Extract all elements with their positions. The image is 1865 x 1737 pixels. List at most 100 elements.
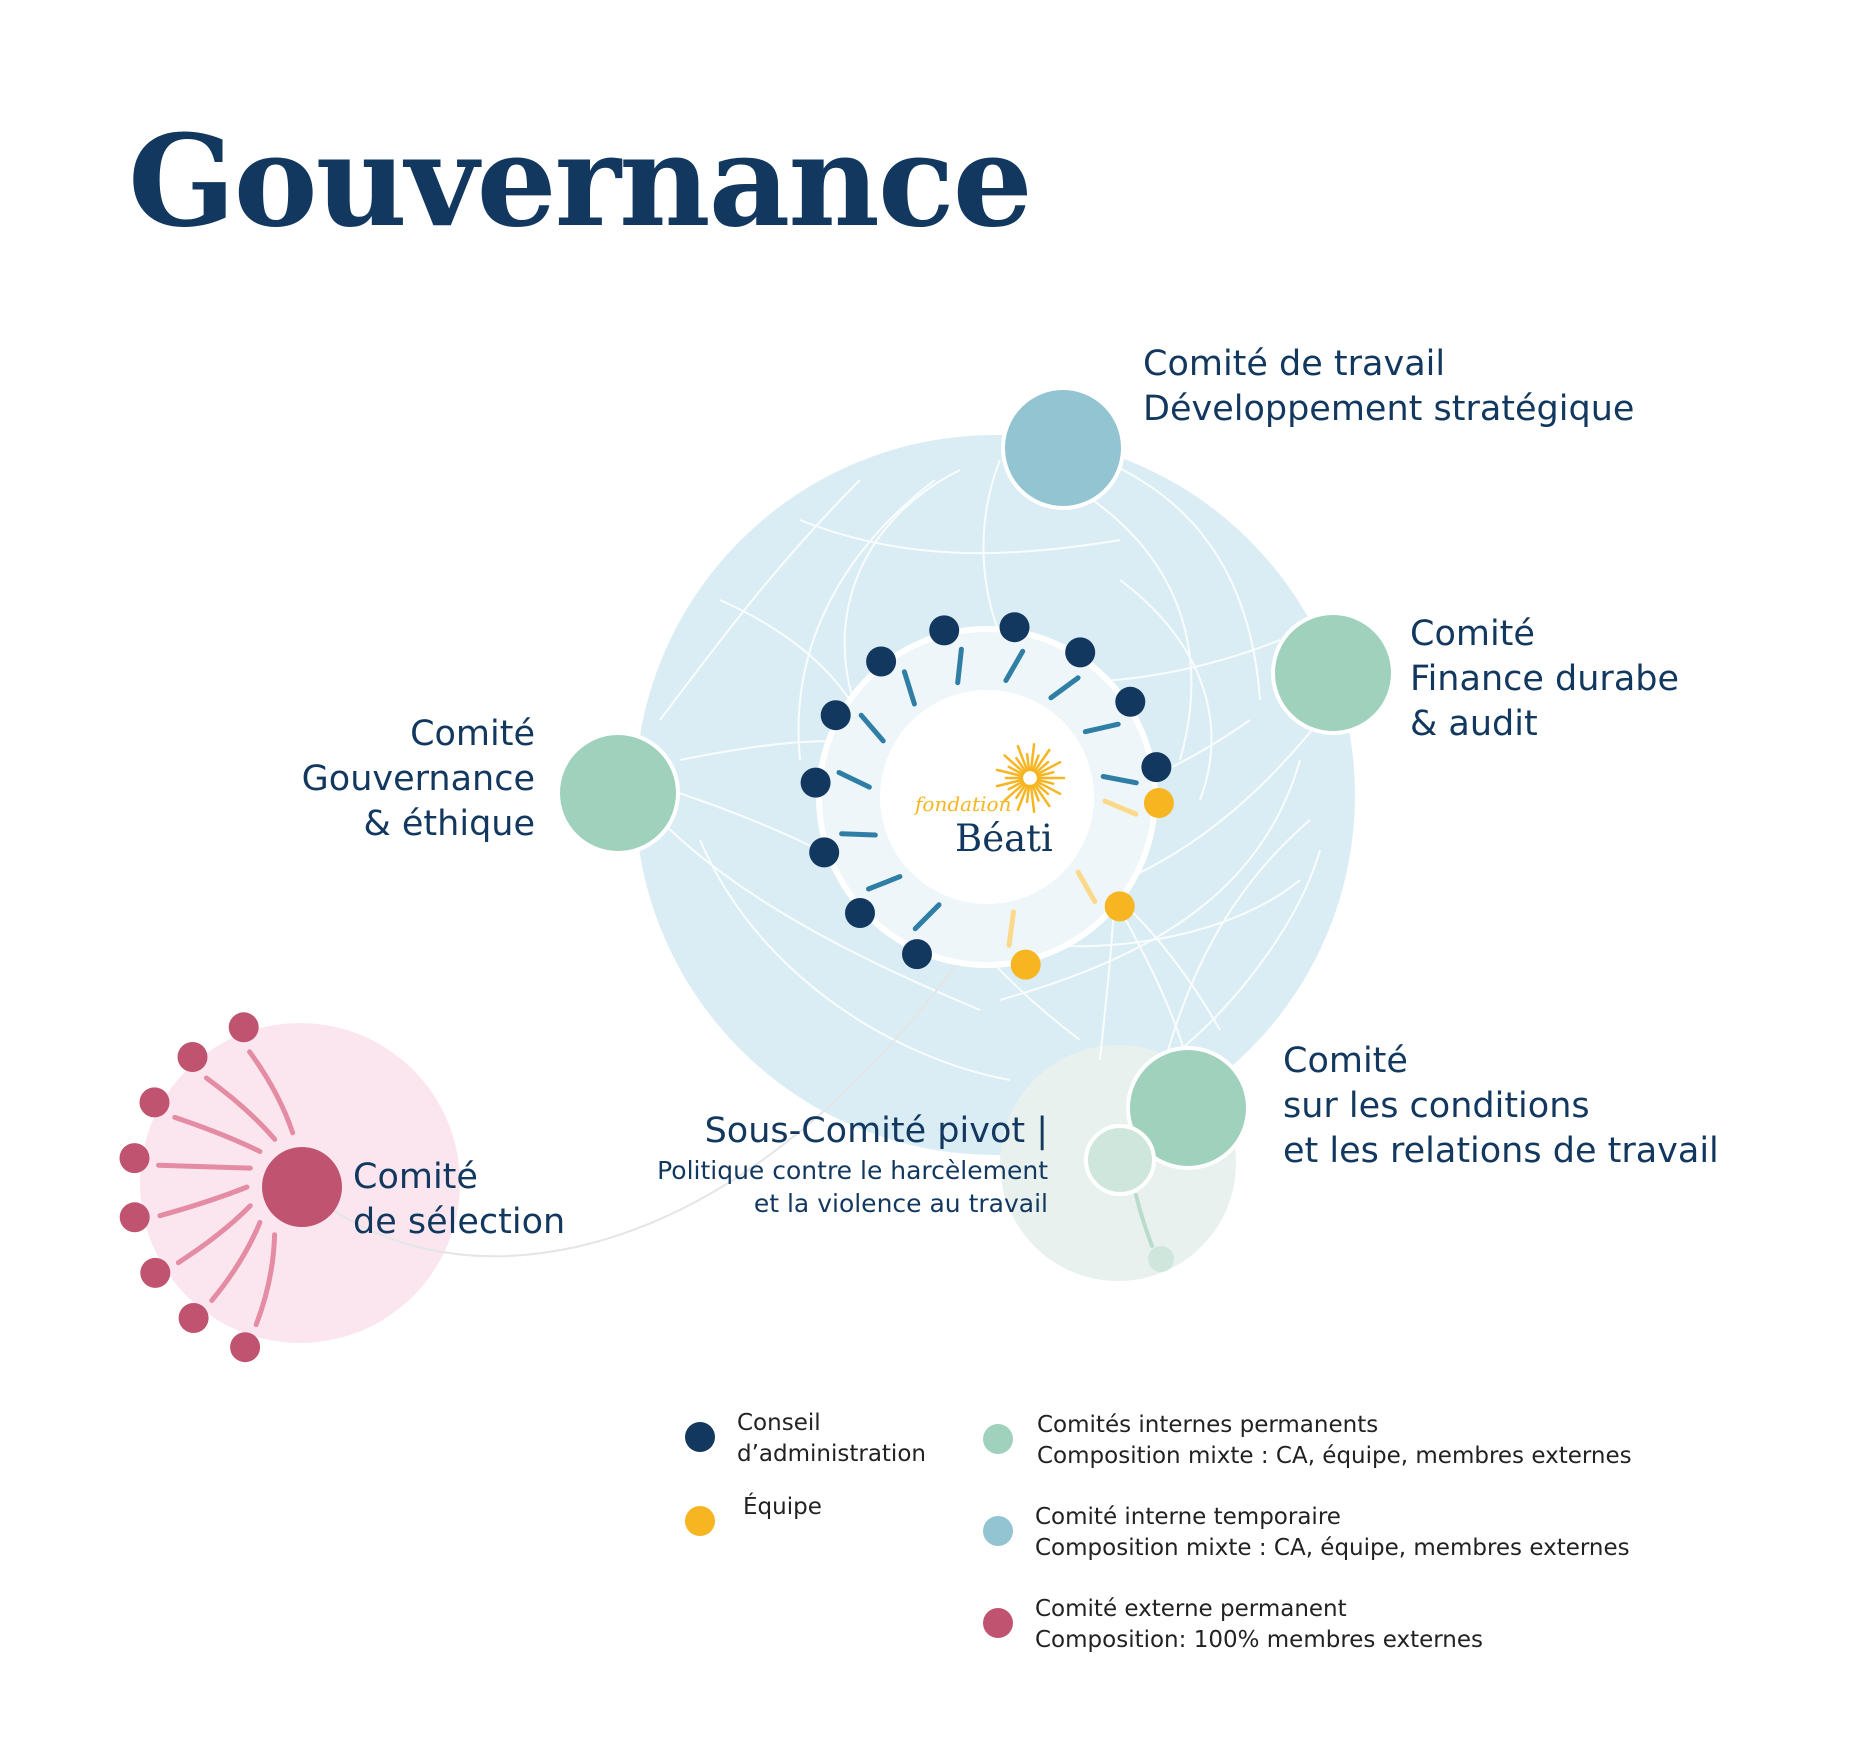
sun-ray (1029, 784, 1036, 814)
sun-ray (1025, 784, 1031, 804)
sous-comite-node (1084, 1124, 1156, 1196)
selection-spoke (156, 1162, 253, 1171)
label-committee-travail: Comité de travail Développement stratégi… (1143, 344, 1635, 429)
sun-ray (1003, 782, 1026, 802)
selection-link-arc (299, 959, 961, 1258)
conseil-spoke (912, 902, 942, 932)
sun-ray (995, 778, 1024, 788)
legend-interne-temporaire: Comité interne temporaire Composition mi… (983, 1502, 1630, 1564)
equipe-member-dot (1010, 949, 1041, 980)
selection-member-dot (178, 1303, 209, 1333)
committee-selection-node (262, 1147, 342, 1227)
legend-dot-navy (685, 1422, 715, 1452)
conseil-member-dot (1141, 752, 1172, 783)
selection-spoke (175, 1203, 253, 1266)
selection-member-dot (230, 1332, 261, 1363)
sun-ray (1035, 780, 1062, 796)
selection-member-dot (177, 1042, 208, 1072)
legend-externe-permanent: Comité externe permanent Composition: 10… (983, 1594, 1483, 1656)
selection-member-dot (140, 1257, 171, 1288)
selection-members (119, 1012, 261, 1363)
legend-dot-green (983, 1424, 1013, 1454)
equipe-member-dot (1143, 788, 1174, 818)
conseil-member-dot (902, 939, 932, 970)
legend-equipe: Équipe (685, 1492, 822, 1536)
board-members (800, 612, 1174, 980)
conseil-spoke (836, 770, 872, 790)
committee-travail-node (1001, 386, 1125, 510)
label-committee-gouvernance: Comité Gouvernance & éthique (301, 714, 535, 844)
sous-comite-spoke (1134, 1193, 1154, 1248)
sun-ray (1007, 780, 1025, 791)
conseil-spoke (901, 669, 917, 707)
conseil-member-dot (800, 767, 831, 798)
conseil-member-dot (1115, 686, 1146, 717)
sun-icon (995, 742, 1066, 814)
conseil-spoke (1082, 721, 1121, 735)
conseil-spoke (1100, 774, 1139, 786)
conseil-member-dot (820, 700, 851, 731)
committee-conditions-node (1126, 1046, 1250, 1170)
conseil-spoke (1048, 675, 1081, 701)
legend-conseil: Conseil d’administration (685, 1408, 926, 1470)
selection-spoke (203, 1075, 278, 1142)
legend-internes-permanents: Comités internes permanents Composition … (983, 1410, 1632, 1472)
legend-dot-blue (983, 1516, 1013, 1546)
legend-dot-yellow (685, 1506, 715, 1536)
selection-member-dot (119, 1143, 150, 1174)
label-committee-finance: Comité Finance durabe & audit (1410, 614, 1680, 744)
selection-member-dot (228, 1012, 259, 1043)
sun-ray (1031, 784, 1040, 802)
sun-ray (1034, 760, 1050, 774)
sun-ray (1016, 744, 1029, 772)
selection-spoke (209, 1219, 263, 1303)
selection-spoke (172, 1114, 263, 1154)
conseil-member-dot (866, 646, 897, 677)
selection-member-dot (139, 1087, 170, 1118)
sun-ray (1034, 782, 1050, 796)
selection-spoke (253, 1232, 278, 1328)
sun-ray (1025, 752, 1031, 772)
legend-dot-pink (983, 1608, 1013, 1638)
logo-fondation: fondation (913, 792, 1011, 816)
logo-beati: Béati (955, 817, 1053, 860)
committee-gouvernance-node (556, 731, 680, 855)
sun-ray (1036, 778, 1055, 785)
conseil-spoke (866, 874, 903, 892)
selection-spokes (156, 1049, 296, 1328)
board-spokes (836, 646, 1139, 948)
logo-circle (880, 690, 1094, 904)
sous-comite-member (1148, 1246, 1174, 1272)
sun-ray (1033, 783, 1051, 808)
label-sous-comite: Sous-Comité pivot | Politique contre le … (657, 1111, 1048, 1218)
selection-spoke (247, 1049, 296, 1136)
selection-spoke (157, 1184, 250, 1219)
sun-ray (1003, 754, 1026, 774)
sun-ray (995, 768, 1024, 778)
conseil-member-dot (999, 612, 1030, 643)
conseil-spoke (955, 646, 964, 686)
equipe-spoke (1006, 909, 1016, 948)
sun-ray (1031, 754, 1040, 772)
conseil-spoke (858, 712, 886, 744)
page-title: Gouvernance (128, 107, 1033, 255)
equipe-member-dot (1104, 891, 1135, 922)
sun-ray (1016, 784, 1029, 812)
equipe-spoke (1102, 798, 1139, 817)
sun-ray (1033, 748, 1051, 773)
sun-ray (1015, 783, 1027, 800)
sun-ray (1015, 756, 1027, 773)
conseil-member-dot (929, 615, 960, 646)
selection-member-dot (119, 1202, 150, 1233)
label-committee-selection: Comité de sélection (353, 1157, 566, 1242)
conseil-member-dot (809, 837, 840, 868)
sun-ray (1007, 765, 1025, 776)
sun-ray (1036, 771, 1055, 778)
equipe-spoke (1075, 869, 1098, 904)
conseil-member-dot (845, 898, 875, 928)
sun-ray (1029, 742, 1036, 772)
conseil-member-dot (1065, 637, 1096, 668)
conseil-spoke (1003, 648, 1026, 683)
